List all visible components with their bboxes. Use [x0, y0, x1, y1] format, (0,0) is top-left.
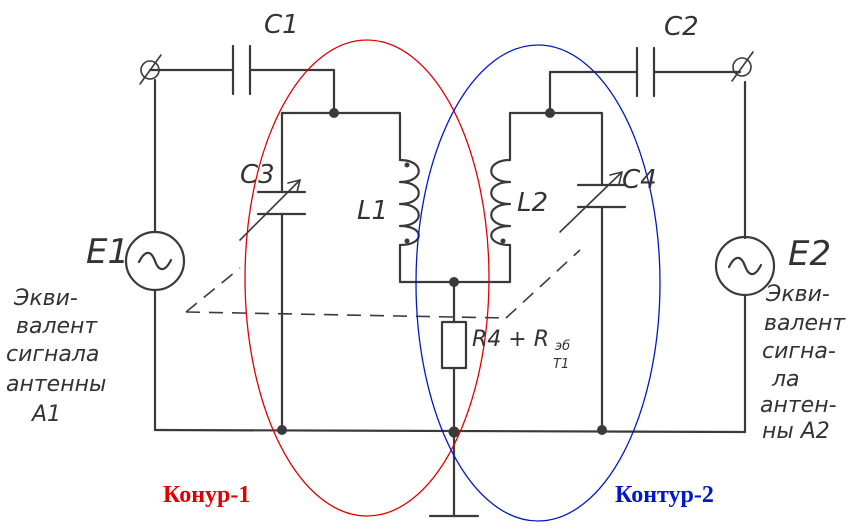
note-right-line: антен- — [760, 393, 837, 418]
terminal-right — [731, 51, 754, 82]
label-c1: C1 — [264, 10, 299, 40]
note-right-line: Экви- — [765, 282, 830, 307]
source-e2 — [714, 235, 776, 297]
caption-loop2: Контур-2 — [615, 482, 714, 508]
note-left-line: Экви- — [13, 286, 78, 311]
caption-loop1: Конур-1 — [163, 482, 250, 508]
inductor-l1 — [398, 158, 420, 247]
label-l1: L1 — [357, 196, 388, 226]
loop1-ellipse — [244, 39, 490, 517]
note-left-line: сигнала — [6, 342, 99, 367]
tuning-link — [185, 249, 581, 319]
label-l2: L2 — [517, 188, 548, 218]
note-left: Экви- валент сигнала антенны А1 — [6, 286, 106, 427]
wiring — [148, 68, 747, 518]
label-c3: C3 — [240, 160, 275, 190]
inductor-l2 — [490, 158, 512, 247]
note-right-line: валент — [764, 311, 846, 336]
capacitor-c2 — [635, 46, 656, 98]
loop2-ellipse — [415, 44, 661, 522]
note-right: Экви- валент сигна- ла антен- ны А2 — [760, 282, 846, 444]
source-e1 — [124, 230, 186, 292]
note-left-line: антенны — [6, 372, 106, 397]
note-left-line: А1 — [30, 402, 61, 427]
note-right-line: ла — [771, 367, 800, 392]
label-r4: R4 + R — [472, 327, 549, 352]
label-r4-sub2: T1 — [553, 357, 569, 372]
junctions — [277, 108, 607, 438]
terminal-left — [139, 54, 162, 85]
label-c2: C2 — [664, 12, 699, 42]
label-e1: E1 — [86, 232, 129, 272]
resistor-r4 — [440, 320, 468, 370]
label-r4-sub: эб — [555, 339, 570, 354]
variable-capacitor-c3 — [239, 179, 307, 241]
label-c4: C4 — [622, 165, 657, 195]
note-left-line: валент — [16, 314, 98, 339]
variable-capacitor-c4 — [559, 171, 627, 233]
label-e2: E2 — [788, 234, 831, 274]
note-right-line: сигна- — [762, 339, 836, 364]
capacitor-c1 — [231, 44, 252, 96]
note-right-line: ны А2 — [762, 419, 830, 444]
